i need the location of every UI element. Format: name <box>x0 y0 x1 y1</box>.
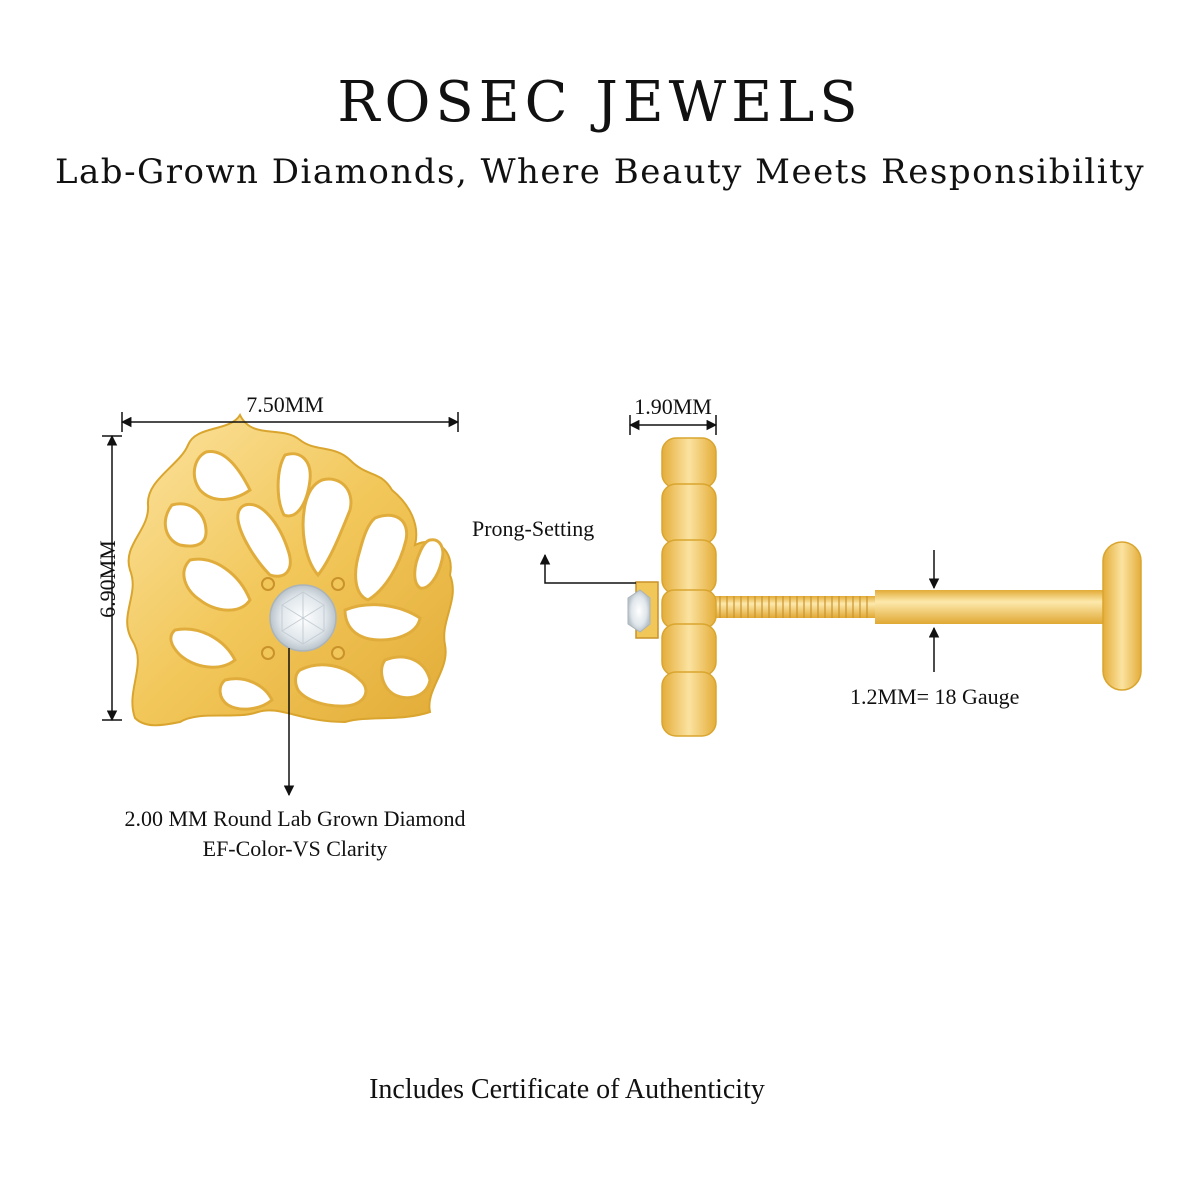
back-disc <box>1102 541 1142 691</box>
cutout-petal <box>218 677 274 711</box>
prong-setting-leader <box>539 553 636 584</box>
thickness-label: 1.90MM <box>634 394 712 419</box>
cutout-petal <box>343 603 422 642</box>
prong <box>331 577 345 591</box>
stone-spec-line2: EF-Color-VS Clarity <box>202 836 388 861</box>
prong-setting-label: Prong-Setting <box>472 516 595 541</box>
gauge-label: 1.2MM= 18 Gauge <box>850 684 1020 709</box>
certificate-note: Includes Certificate of Authenticity <box>369 1074 765 1105</box>
cutout-petal <box>301 477 353 578</box>
brand-tagline: Lab-Grown Diamonds, Where Beauty Meets R… <box>54 152 1146 192</box>
brand-title: ROSEC JEWELS <box>337 70 863 135</box>
flower-side-profile <box>661 437 717 737</box>
prong <box>331 646 345 660</box>
side-view <box>539 415 1142 737</box>
smooth-shaft <box>875 590 1105 624</box>
cutout-petal <box>354 513 409 602</box>
cutout-petal <box>163 502 208 548</box>
cutout-petal <box>276 452 312 518</box>
cutout-petal <box>169 627 237 669</box>
height-label: 6.90MM <box>95 540 120 618</box>
cutout-petal <box>380 655 432 700</box>
cutout-petal <box>182 557 252 612</box>
cutout-petal <box>294 663 368 708</box>
cutout-petal <box>236 502 292 578</box>
width-label: 7.50MM <box>246 392 324 417</box>
stone-spec-line1: 2.00 MM Round Lab Grown Diamond <box>124 806 466 831</box>
threaded-post <box>700 596 875 618</box>
diamond-side <box>627 589 651 633</box>
cutout-petal <box>192 450 252 501</box>
cutout-petal <box>413 538 445 590</box>
prong <box>261 577 275 591</box>
prong <box>261 646 275 660</box>
front-view <box>102 412 460 797</box>
